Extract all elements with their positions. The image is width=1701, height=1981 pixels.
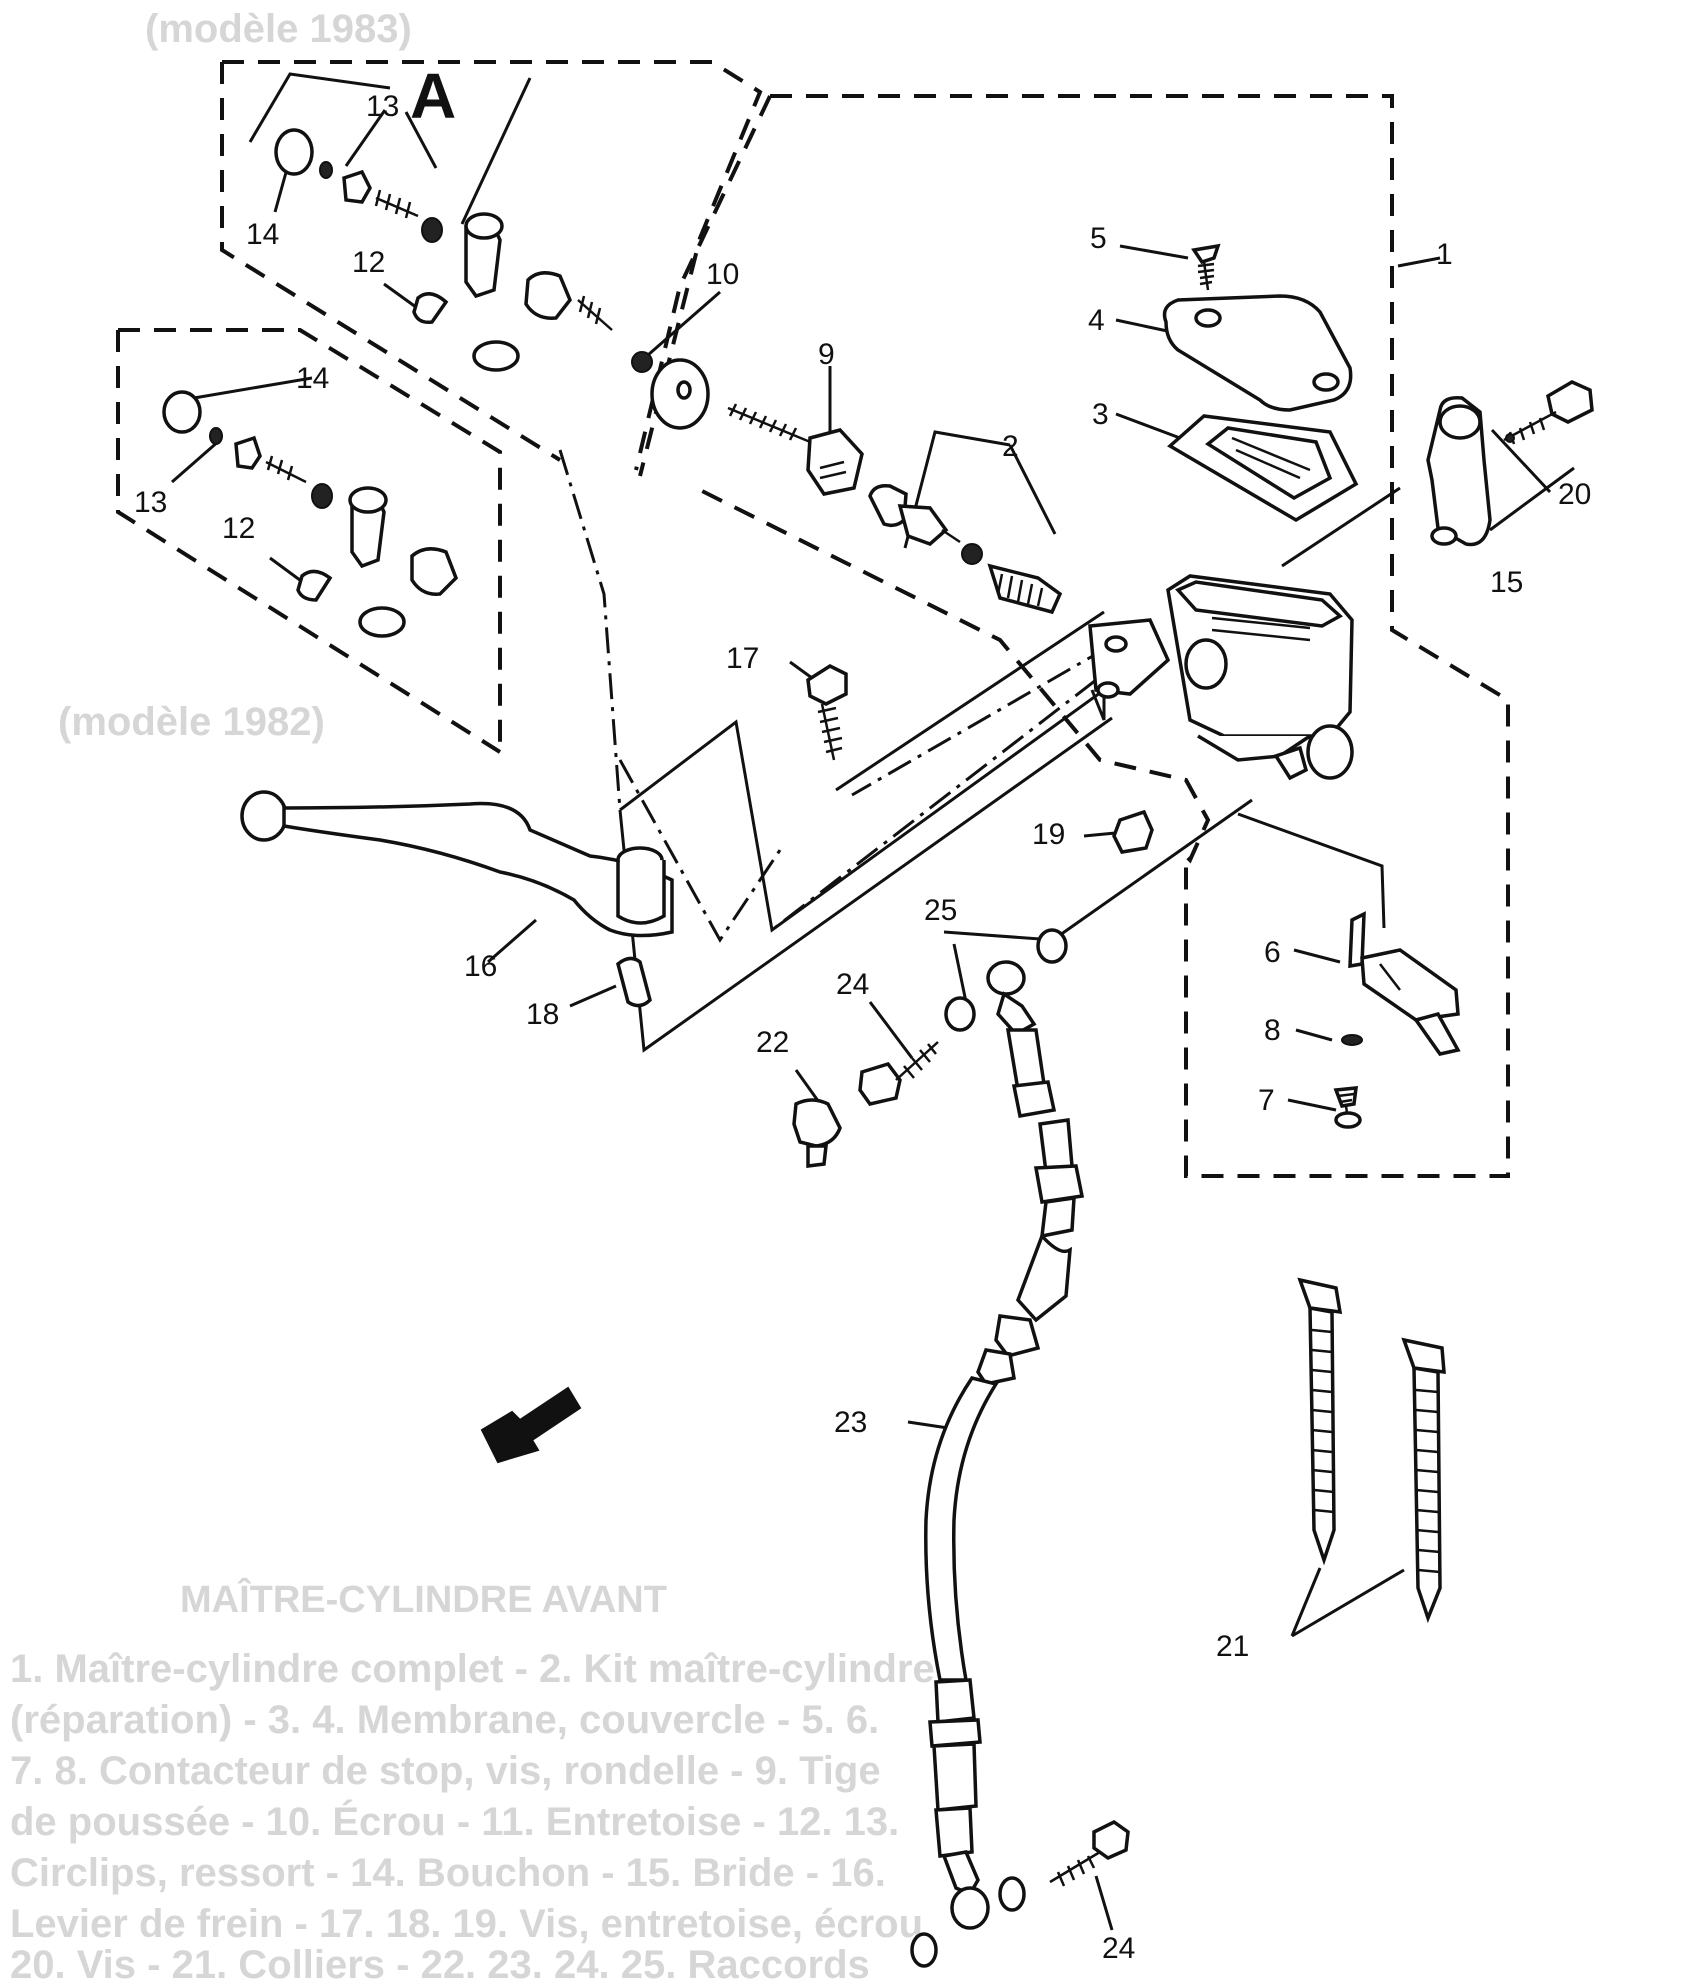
callout-25: 25 (924, 894, 957, 927)
callout-23: 23 (834, 1406, 867, 1439)
mid-model-label: (modèle 1982) (58, 700, 325, 744)
banjo-bolt-24-upper (858, 1041, 939, 1106)
callout-4: 4 (1088, 304, 1105, 337)
callout-9: 9 (818, 338, 835, 371)
callout-6: 6 (1264, 936, 1281, 969)
bolt-20 (1503, 380, 1594, 445)
cable-tie-21a (1297, 1277, 1343, 1566)
caption-line-1: 1. Maître-cylindre complet - 2. Kit maît… (10, 1647, 935, 1691)
callout-14-a: 14 (246, 218, 279, 251)
callout-2: 2 (1002, 430, 1019, 463)
callout-20: 20 (1558, 478, 1591, 511)
crush-washer-25d (910, 1932, 938, 1968)
caption-title: MAÎTRE-CYLINDRE AVANT (180, 1577, 667, 1621)
callout-13-a: 13 (366, 90, 399, 123)
washer-8 (1341, 1034, 1363, 1046)
callout-12-b: 12 (222, 512, 255, 545)
cable-tie-21b (1401, 1337, 1446, 1624)
clamp-15 (1426, 396, 1492, 547)
group-outlines (116, 60, 1510, 1178)
group-a-outline (220, 60, 763, 477)
callout-14-b: 14 (296, 362, 329, 395)
reservoir-cover-4 (1162, 294, 1353, 412)
variant-1982-outline (116, 328, 502, 754)
banjo-bolt-24-lower (1049, 1819, 1130, 1887)
callout-10: 10 (706, 258, 739, 291)
nut-19 (1112, 809, 1154, 854)
callout-24-upper: 24 (836, 968, 869, 1001)
bolt-17 (806, 663, 848, 761)
spacer-18 (616, 956, 652, 1008)
callout-7: 7 (1258, 1084, 1275, 1117)
crush-washer-25c (998, 1876, 1026, 1912)
callout-21: 21 (1216, 1630, 1249, 1663)
callout-5: 5 (1090, 222, 1107, 255)
callout-18: 18 (526, 998, 559, 1031)
callout-labels: A 1 5 4 3 2 9 10 13 14 12 20 15 14 13 12… (134, 60, 1591, 1965)
front-direction-arrow (480, 1386, 582, 1464)
screw-7 (1333, 1086, 1362, 1129)
top-model-label: (modèle 1983) (145, 7, 412, 51)
bleeder-cap-22 (792, 1098, 842, 1168)
callout-13-b: 13 (134, 486, 167, 519)
callout-16: 16 (464, 950, 497, 983)
caption-line-3: 7. 8. Contacteur de stop, vis, rondelle … (10, 1749, 881, 1793)
caption-line-4: de poussée - 10. Écrou - 11. Entretoise … (10, 1799, 899, 1844)
variant-1982-parts (162, 390, 459, 638)
callout-15: 15 (1490, 566, 1523, 599)
callout-12-a: 12 (352, 246, 385, 279)
caption-line-2: (réparation) - 3. 4. Membrane, couvercle… (10, 1698, 879, 1742)
callout-22: 22 (756, 1026, 789, 1059)
callout-3: 3 (1092, 398, 1109, 431)
master-cylinder-body-1 (1088, 574, 1354, 781)
faded-text-layer: (modèle 1983) (modèle 1982) MAÎTRE-CYLIN… (10, 7, 935, 1981)
push-rod-9 (727, 403, 864, 496)
callout-19: 19 (1032, 818, 1065, 851)
brake-lever-16 (240, 790, 674, 938)
callout-17: 17 (726, 642, 759, 675)
master-cylinder-outline (634, 94, 1510, 1178)
caption-line-7: 20. Vis - 21. Colliers - 22. 23. 24. 25.… (10, 1943, 870, 1981)
parts (162, 128, 1594, 1968)
crush-washer-25a (1036, 928, 1068, 964)
leader-lines (171, 72, 1575, 1931)
brake-hose-23 (924, 960, 1085, 1930)
caption-line-5: Circlips, ressort - 14. Bouchon - 15. Br… (10, 1851, 886, 1895)
screw-5 (1191, 243, 1221, 291)
callout-A: A (410, 60, 456, 132)
callout-8: 8 (1264, 1014, 1281, 1047)
caption-line-6: Levier de frein - 17. 18. 19. Vis, entre… (10, 1902, 923, 1946)
piston-kit-2 (868, 483, 1063, 615)
callout-1: 1 (1436, 238, 1453, 271)
crush-washer-25b (944, 996, 976, 1032)
stop-switch-6 (1348, 911, 1461, 1056)
detail-a-parts (274, 128, 613, 372)
callout-24-lower: 24 (1102, 1932, 1135, 1965)
